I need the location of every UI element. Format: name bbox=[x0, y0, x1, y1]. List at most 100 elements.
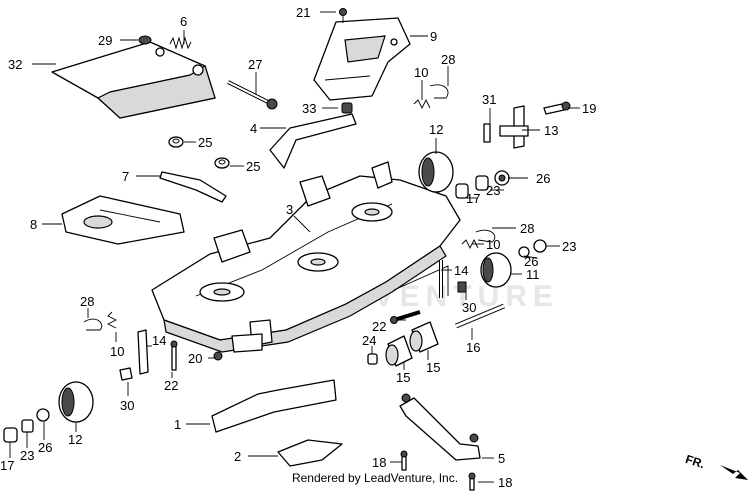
part-10-spring-mid[interactable] bbox=[461, 238, 479, 250]
part-6-spring[interactable] bbox=[169, 36, 192, 50]
callout-14-left: 14 bbox=[152, 333, 166, 348]
callout-33: 33 bbox=[302, 101, 316, 116]
part-10-spring-left[interactable] bbox=[106, 311, 118, 329]
callout-12-lower: 12 bbox=[68, 432, 82, 447]
part-5-bracket[interactable] bbox=[399, 393, 481, 461]
part-32-cover[interactable] bbox=[51, 41, 216, 119]
part-24-nut[interactable] bbox=[367, 353, 378, 365]
part-10-spring-upper[interactable] bbox=[413, 98, 431, 110]
callout-23-upper: 23 bbox=[486, 183, 500, 198]
part-18-bolt-a[interactable] bbox=[400, 450, 408, 471]
part-23-nut-lower[interactable] bbox=[21, 419, 34, 433]
part-12-wheel-lower[interactable] bbox=[58, 381, 94, 423]
part-15-roller-b[interactable] bbox=[409, 321, 439, 353]
callout-9: 9 bbox=[430, 29, 437, 44]
part-11-wheel[interactable] bbox=[480, 252, 512, 288]
callout-15-b: 15 bbox=[426, 360, 440, 375]
callout-26-mid: 26 bbox=[524, 254, 538, 269]
callout-11: 11 bbox=[526, 267, 540, 282]
callout-leaders bbox=[9, 11, 580, 483]
callout-18-b: 18 bbox=[498, 475, 512, 490]
callout-7: 7 bbox=[122, 169, 129, 184]
callout-27: 27 bbox=[248, 57, 262, 72]
part-33-nut[interactable] bbox=[341, 102, 353, 114]
part-26-washer-lower[interactable] bbox=[36, 408, 50, 422]
callout-19: 19 bbox=[582, 101, 596, 116]
callout-25-b: 25 bbox=[246, 159, 260, 174]
callout-21: 21 bbox=[296, 5, 310, 20]
callout-32: 32 bbox=[8, 57, 22, 72]
part-28-clip-upper[interactable] bbox=[429, 84, 449, 99]
part-1-baffle[interactable] bbox=[211, 379, 337, 433]
part-29-washer[interactable] bbox=[138, 35, 152, 45]
callout-17-upper: 17 bbox=[466, 191, 480, 206]
part-25-nut-a[interactable] bbox=[168, 136, 184, 148]
callout-18-a: 18 bbox=[372, 455, 386, 470]
part-7-rod[interactable] bbox=[159, 171, 227, 203]
part-8-plate[interactable] bbox=[61, 195, 185, 245]
callout-8: 8 bbox=[30, 217, 37, 232]
part-23-nut-mid[interactable] bbox=[533, 239, 547, 253]
callout-30-left: 30 bbox=[120, 398, 134, 413]
front-direction-arrow bbox=[720, 465, 748, 480]
callout-26-lower: 26 bbox=[38, 440, 52, 455]
callout-5: 5 bbox=[498, 451, 505, 466]
callout-23-mid: 23 bbox=[562, 239, 576, 254]
part-21-bolt[interactable] bbox=[339, 8, 347, 24]
callout-10-upper: 10 bbox=[414, 65, 428, 80]
callout-14-right: 14 bbox=[454, 263, 468, 278]
part-26-washer-mid[interactable] bbox=[518, 246, 530, 258]
callout-22-left: 22 bbox=[164, 378, 178, 393]
part-14-pin-left[interactable] bbox=[137, 329, 149, 375]
callout-31: 31 bbox=[482, 92, 496, 107]
part-28-clip-mid[interactable] bbox=[475, 229, 496, 243]
part-16-rod[interactable] bbox=[455, 303, 505, 329]
callout-23-lower: 23 bbox=[20, 448, 34, 463]
part-4-arm[interactable] bbox=[269, 113, 357, 169]
part-25-nut-b[interactable] bbox=[214, 157, 230, 169]
callout-15-a: 15 bbox=[396, 370, 410, 385]
part-23-bushing-upper[interactable] bbox=[475, 175, 489, 191]
callout-10-left: 10 bbox=[110, 344, 124, 359]
callout-17-lower: 17 bbox=[0, 458, 14, 473]
part-12-wheel-upper[interactable] bbox=[418, 151, 454, 193]
part-30-pin-right[interactable] bbox=[457, 281, 467, 293]
part-31-bolt[interactable] bbox=[483, 123, 491, 143]
callout-2: 2 bbox=[234, 449, 241, 464]
part-22-bolt-left[interactable] bbox=[170, 340, 178, 371]
callout-22-mid: 22 bbox=[372, 319, 386, 334]
callout-20: 20 bbox=[188, 351, 202, 366]
part-20-bolt[interactable] bbox=[213, 351, 223, 361]
part-13-handle[interactable] bbox=[499, 105, 529, 149]
part-19-bolt[interactable] bbox=[543, 101, 571, 115]
callout-28-left: 28 bbox=[80, 294, 94, 309]
part-15-roller-a[interactable] bbox=[385, 335, 413, 367]
callout-12-upper: 12 bbox=[429, 122, 443, 137]
part-2-plate[interactable] bbox=[277, 439, 343, 467]
callout-24: 24 bbox=[362, 333, 376, 348]
part-18-bolt-b[interactable] bbox=[468, 472, 476, 491]
callout-28-mid: 28 bbox=[520, 221, 534, 236]
callout-26-upper: 26 bbox=[536, 171, 550, 186]
callout-28-upper: 28 bbox=[441, 52, 455, 67]
callout-4: 4 bbox=[250, 121, 257, 136]
part-30-pin-left[interactable] bbox=[119, 367, 133, 381]
callout-3: 3 bbox=[286, 202, 293, 217]
part-22-bolt-mid[interactable] bbox=[390, 310, 421, 324]
part-27-bolt[interactable] bbox=[227, 80, 278, 110]
callout-labels: 21 9 6 29 32 27 10 28 33 31 19 4 25 12 1… bbox=[0, 5, 596, 490]
callout-29: 29 bbox=[98, 33, 112, 48]
callout-16: 16 bbox=[466, 340, 480, 355]
callout-13: 13 bbox=[544, 123, 558, 138]
render-credit: Rendered by LeadVenture, Inc. bbox=[291, 471, 459, 485]
callout-25-a: 25 bbox=[198, 135, 212, 150]
callout-1: 1 bbox=[174, 417, 181, 432]
part-17-bushing-lower[interactable] bbox=[3, 427, 18, 443]
callout-6: 6 bbox=[180, 14, 187, 29]
part-9-bracket[interactable] bbox=[313, 17, 411, 101]
callout-10-mid: 10 bbox=[486, 237, 500, 252]
part-28-clip-left[interactable] bbox=[83, 318, 103, 331]
part-3-deck[interactable] bbox=[151, 161, 461, 353]
